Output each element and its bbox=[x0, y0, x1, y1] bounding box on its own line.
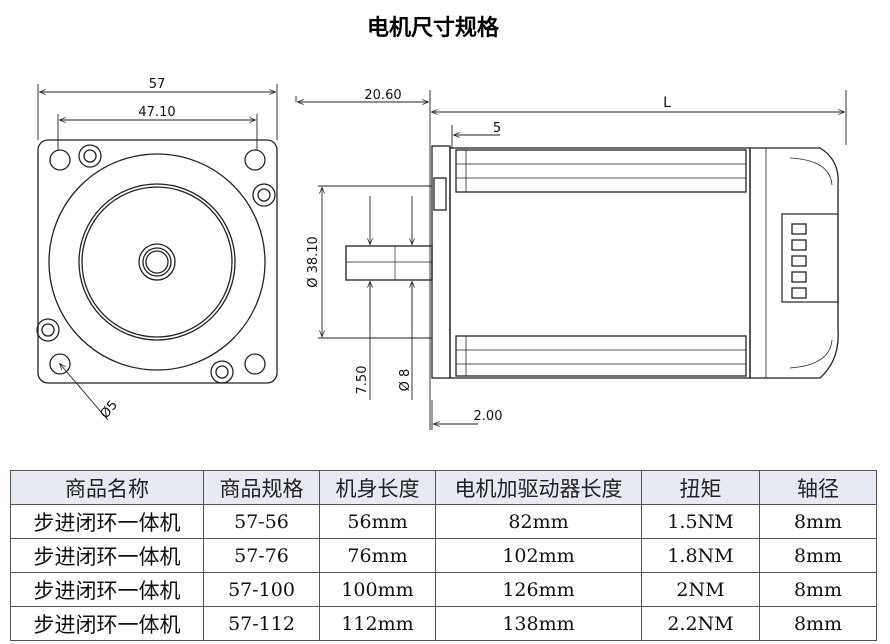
cell-motor-driver-length: 102mm bbox=[435, 538, 642, 573]
table-row: 步进闭环一体机 57-100 100mm 126mm 2NM 8mm bbox=[10, 572, 877, 607]
header-product-spec: 商品规格 bbox=[203, 470, 320, 505]
cell-body-length: 76mm bbox=[319, 538, 436, 573]
cell-torque: 1.8NM bbox=[641, 538, 760, 573]
dim-7-50-label: 7.50 bbox=[355, 366, 370, 395]
table-row: 步进闭环一体机 57-56 56mm 82mm 1.5NM 8mm bbox=[10, 504, 877, 539]
cell-product-name: 步进闭环一体机 bbox=[10, 606, 204, 641]
cell-product-name: 步进闭环一体机 bbox=[10, 572, 204, 607]
motor-body bbox=[449, 147, 751, 379]
cell-body-length: 112mm bbox=[319, 606, 436, 641]
header-product-name: 商品名称 bbox=[10, 470, 204, 505]
cell-motor-driver-length: 82mm bbox=[435, 504, 642, 539]
dim-5-label: 5 bbox=[493, 121, 501, 136]
cell-body-length: 100mm bbox=[319, 572, 436, 607]
dim-L-label: L bbox=[663, 95, 671, 111]
cell-shaft-diameter: 8mm bbox=[759, 606, 877, 641]
dim-hole-label: Ø5 bbox=[98, 398, 121, 422]
table-row: 步进闭环一体机 57-112 112mm 138mm 2.2NM 8mm bbox=[10, 606, 877, 641]
table-header-row: 商品名称 商品规格 机身长度 电机加驱动器长度 扭矩 轴径 bbox=[10, 470, 877, 505]
cell-product-name: 步进闭环一体机 bbox=[10, 538, 204, 573]
dim-38-label: Ø 38.10 bbox=[306, 236, 321, 288]
cell-shaft-diameter: 8mm bbox=[759, 538, 877, 573]
cell-motor-driver-length: 126mm bbox=[435, 572, 642, 607]
driver-housing bbox=[749, 147, 839, 379]
spec-table: 商品名称 商品规格 机身长度 电机加驱动器长度 扭矩 轴径 步进闭环一体机 57… bbox=[10, 470, 877, 641]
dim-57-label: 57 bbox=[149, 77, 166, 92]
header-body-length: 机身长度 bbox=[319, 470, 436, 505]
cell-shaft-diameter: 8mm bbox=[759, 572, 877, 607]
cell-motor-driver-length: 138mm bbox=[435, 606, 642, 641]
cell-product-spec: 57-76 bbox=[203, 538, 320, 573]
cell-product-spec: 57-112 bbox=[203, 606, 320, 641]
cell-product-spec: 57-100 bbox=[203, 572, 320, 607]
cell-product-name: 步进闭环一体机 bbox=[10, 504, 204, 539]
cell-product-spec: 57-56 bbox=[203, 504, 320, 539]
dim-2-00-label: 2.00 bbox=[474, 409, 503, 424]
cell-torque: 1.5NM bbox=[641, 504, 760, 539]
cell-body-length: 56mm bbox=[319, 504, 436, 539]
page-title: 电机尺寸规格 bbox=[366, 16, 499, 41]
front-view bbox=[36, 84, 278, 421]
shaft bbox=[345, 245, 433, 281]
dim-47-label: 47.10 bbox=[138, 105, 175, 120]
motor-dimension-drawing: 57 47.10 Ø5 bbox=[36, 77, 847, 430]
table-row: 步进闭环一体机 57-76 76mm 102mm 1.8NM 8mm bbox=[10, 538, 877, 573]
dim-20-60-label: 20.60 bbox=[364, 88, 401, 103]
header-motor-driver-length: 电机加驱动器长度 bbox=[435, 470, 642, 505]
header-torque: 扭矩 bbox=[641, 470, 760, 505]
connector bbox=[781, 213, 839, 303]
cell-torque: 2NM bbox=[641, 572, 760, 607]
header-shaft-diameter: 轴径 bbox=[759, 470, 877, 505]
cell-shaft-diameter: 8mm bbox=[759, 504, 877, 539]
side-view bbox=[295, 90, 847, 430]
front-body bbox=[37, 139, 278, 384]
cell-torque: 2.2NM bbox=[641, 606, 760, 641]
dim-8-label: Ø 8 bbox=[398, 369, 413, 392]
